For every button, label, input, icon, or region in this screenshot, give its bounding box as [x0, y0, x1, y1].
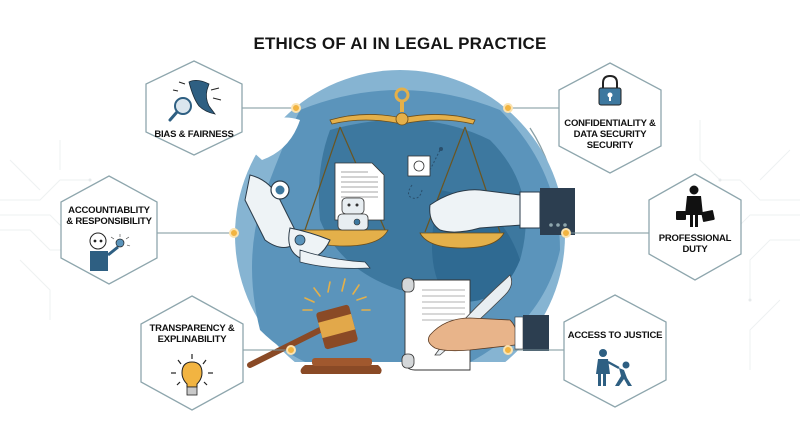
- padlock-icon: [598, 74, 622, 106]
- robot-idea-icon: [89, 232, 131, 271]
- node-dot: [229, 228, 239, 238]
- lightbulb-icon: [171, 354, 213, 396]
- helping-hand-icon: [596, 349, 632, 386]
- principle-label: ACCESS TO JUSTICE: [567, 330, 663, 341]
- principle-label: TRANSPARENCY &EXPLINABILITY: [149, 323, 235, 345]
- small-robot-icon: [337, 197, 369, 231]
- businessman-briefcases-icon: [676, 185, 715, 227]
- principle-bias-fairness[interactable]: BIAS & FAIRNESS: [145, 60, 243, 156]
- node-dot: [286, 345, 296, 355]
- node-dot: [561, 228, 571, 238]
- principle-label: BIAS & FAIRNESS: [154, 129, 234, 140]
- principle-accountability-responsibility[interactable]: ACCOUNTIABLITY& RESPONSIBILITY: [60, 175, 158, 285]
- principle-label: ACCOUNTIABLITY& RESPONSIBILITY: [66, 205, 152, 227]
- principle-transparency-explainability[interactable]: TRANSPARENCY &EXPLINABILITY: [140, 295, 244, 411]
- page-title: ETHICS OF AI IN LEGAL PRACTICE: [253, 34, 547, 53]
- node-dot: [291, 103, 301, 113]
- principle-access-to-justice[interactable]: ACCESS TO JUSTICE: [563, 294, 667, 408]
- node-dot: [503, 345, 513, 355]
- magnifier-profile-icon: [168, 80, 222, 122]
- node-dot: [503, 103, 513, 113]
